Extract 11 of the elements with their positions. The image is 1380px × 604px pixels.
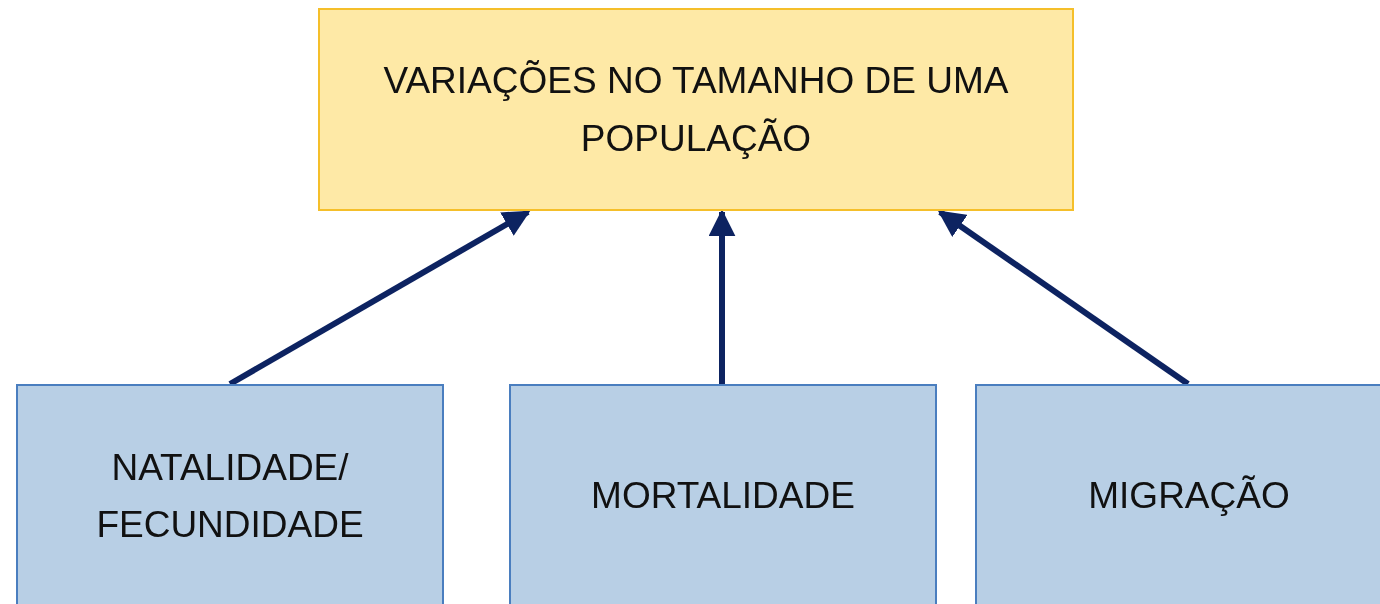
arrow	[937, 209, 1190, 387]
box-label: MIGRAÇÃO	[1088, 474, 1290, 519]
process-box	[16, 384, 444, 604]
arrow	[228, 209, 531, 387]
process-box	[975, 384, 1380, 604]
box-label: NATALIDADE/ FECUNDIDADE	[95, 445, 365, 547]
box-label: MORTALIDADE	[591, 474, 855, 519]
arrow	[708, 209, 736, 384]
process-box	[318, 8, 1074, 211]
box-label: VARIAÇÕES NO TAMANHO DE UMA POPULAÇÃO	[382, 59, 1010, 161]
process-box	[509, 384, 937, 604]
